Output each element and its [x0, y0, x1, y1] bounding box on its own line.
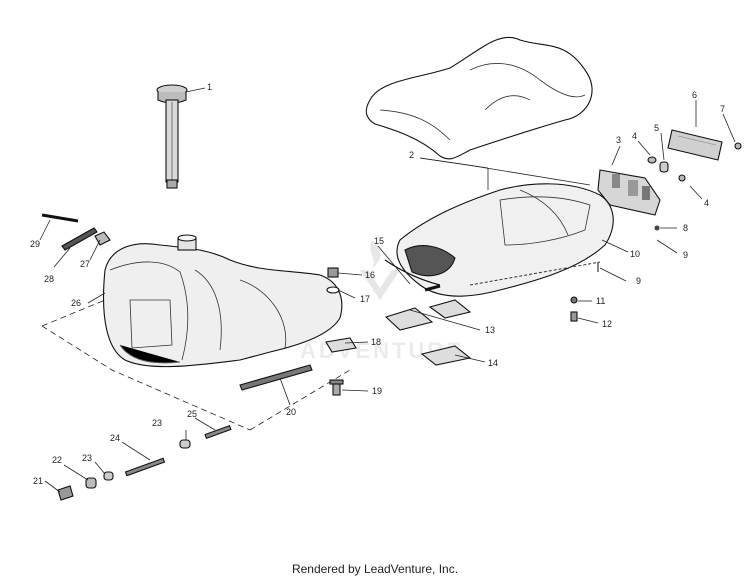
hardware-small-parts: [570, 142, 742, 322]
callout-12: 12: [602, 319, 612, 329]
callout-7: 7: [720, 104, 725, 114]
callout-16: 16: [365, 270, 375, 280]
callout-9b: 9: [636, 276, 641, 286]
callout-9a: 9: [683, 250, 688, 260]
footer-credit: Rendered by LeadVenture, Inc.: [291, 562, 459, 576]
callout-24: 24: [110, 433, 120, 443]
callout-6: 6: [692, 90, 697, 100]
callout-26: 26: [71, 298, 81, 308]
callout-17: 17: [360, 294, 370, 304]
callout-22: 22: [52, 455, 62, 465]
callout-23b: 23: [82, 453, 92, 463]
callout-21: 21: [33, 476, 43, 486]
callout-20: 20: [286, 407, 296, 417]
pads-13-14: [384, 299, 472, 366]
leader-lines: [39, 87, 736, 493]
callout-18: 18: [371, 337, 381, 347]
callout-14: 14: [488, 358, 498, 368]
callout-1: 1: [207, 82, 212, 92]
callout-19: 19: [372, 386, 382, 396]
seat-cover-part: [365, 36, 593, 160]
callout-28: 28: [44, 274, 54, 284]
callout-10: 10: [630, 249, 640, 259]
seat-base-part: [396, 183, 614, 297]
callout-25: 25: [187, 409, 197, 419]
callout-13: 13: [485, 325, 495, 335]
callout-3: 3: [616, 135, 621, 145]
tank-base-outline: [41, 299, 351, 431]
callout-2: 2: [409, 150, 414, 160]
callout-15: 15: [374, 236, 384, 246]
nut-washer-parts: [326, 267, 340, 294]
wire-part: [384, 259, 441, 292]
callout-labels: 1 2 3 4 4 5 6 7 8 9 9 10 11 12 13 14 15 …: [30, 82, 725, 486]
callout-4a: 4: [632, 131, 637, 141]
callout-5: 5: [654, 123, 659, 133]
lens-part: [667, 129, 723, 161]
lower-loose-parts: [57, 424, 232, 501]
fuel-tank-part: [102, 234, 343, 368]
callout-8: 8: [683, 223, 688, 233]
fuel-sender-part: [156, 84, 188, 189]
callout-27: 27: [80, 259, 90, 269]
callout-23a: 23: [152, 418, 162, 428]
callout-11: 11: [596, 296, 605, 306]
rod-strap-parts: [41, 213, 111, 251]
pad-strip-bolt-parts: [239, 337, 357, 396]
callout-29: 29: [30, 239, 40, 249]
taillight-housing-part: [597, 169, 661, 216]
callout-4b: 4: [704, 198, 709, 208]
